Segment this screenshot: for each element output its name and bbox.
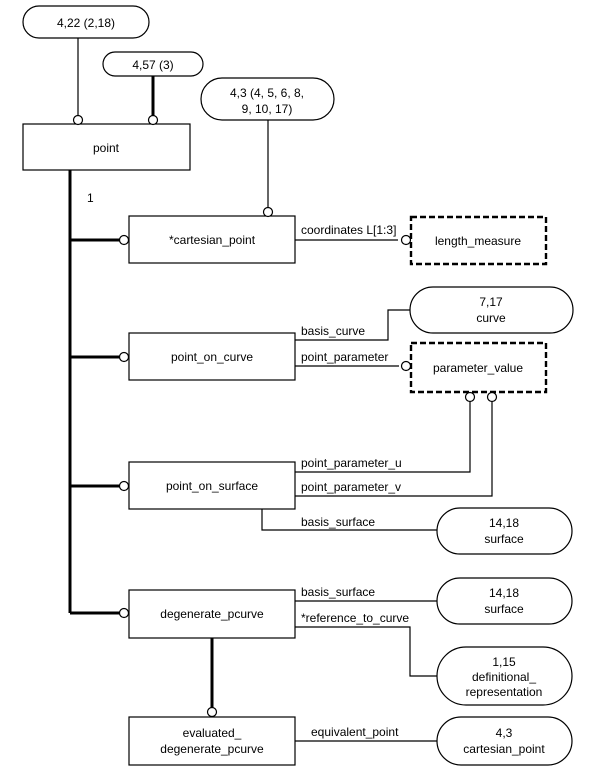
connector-circle (206, 706, 218, 718)
connector-circle (118, 480, 130, 492)
ref-defrep-name-2: representation (466, 685, 543, 699)
ref-cartesian-point-num: 4,3 (496, 726, 513, 740)
ref-second-label: 4,57 (3) (132, 58, 173, 72)
attr-line-point-parameter-v (295, 402, 493, 497)
entity-degenerate-pcurve-box (128, 589, 296, 639)
entity-evaluated-degenerate-pcurve-box (128, 716, 296, 766)
ref-defrep-num: 1,15 (492, 655, 516, 669)
type-parameter-value-box (409, 341, 548, 394)
attr-point-parameter-label: point_parameter (301, 350, 388, 364)
ref-top-label: 4,22 (2,18) (57, 16, 115, 30)
connector-circle (262, 206, 274, 218)
ref-surface-1-num: 14,18 (489, 516, 519, 530)
attr-basis-surface-1-label: basis_surface (301, 515, 375, 529)
ref-cartesian-point-pill (436, 716, 573, 766)
entity-point-on-curve-box (128, 332, 296, 381)
ref-curve-num: 7,17 (479, 295, 503, 309)
ref-top-pill (22, 5, 150, 39)
attr-line-basis-curve (295, 309, 410, 341)
attr-point-parameter-v-label: point_parameter_v (301, 480, 401, 494)
attr-line-basis-surface-1 (261, 509, 437, 531)
ref-surface-2-num: 14,18 (489, 586, 519, 600)
entity-cartesian-point-label: *cartesian_point (169, 233, 256, 247)
connector-circle (400, 360, 412, 372)
ref-defrep-pill (436, 646, 573, 706)
entity-point-on-surface-label: point_on_surface (166, 479, 258, 493)
attr-point-parameter-u-label: point_parameter_u (301, 456, 402, 470)
entity-evaluated-label-2: degenerate_pcurve (160, 742, 264, 756)
entity-evaluated-label-1: evaluated_ (183, 726, 242, 740)
connector-circle (72, 114, 84, 126)
ref-cartesian-line-2: 9, 10, 17) (242, 102, 293, 116)
connector-circle (464, 391, 476, 403)
connector-circle (118, 351, 130, 363)
ref-cartesian-point-name: cartesian_point (463, 742, 545, 756)
ref-surface-1-name: surface (484, 532, 524, 546)
ref-curve-pill (409, 286, 574, 334)
connector-circle (147, 114, 159, 126)
ref-defrep-name-1: definitional_ (472, 670, 536, 684)
ref-surface-1-pill (436, 507, 573, 555)
cardinality-label: 1 (87, 191, 94, 205)
attr-basis-curve-label: basis_curve (301, 324, 365, 338)
connector-circle (486, 391, 498, 403)
ref-cartesian-line-1: 4,3 (4, 5, 6, 8, (230, 86, 304, 100)
entity-point-box (22, 123, 191, 171)
type-parameter-value-label: parameter_value (433, 361, 523, 375)
entity-point-label: point (93, 141, 120, 155)
attr-basis-surface-2-label: basis_surface (301, 585, 375, 599)
type-length-measure-box (409, 215, 548, 266)
attr-line-reference-to-curve (295, 626, 437, 677)
type-length-measure-label: length_measure (435, 234, 521, 248)
ref-curve-name: curve (476, 311, 506, 325)
connector-circle (118, 607, 130, 619)
attr-line-point-parameter-u (295, 402, 471, 473)
attr-equivalent-point-label: equivalent_point (311, 725, 399, 739)
ref-surface-2-pill (436, 577, 573, 625)
attr-coordinates-label: coordinates L[1:3] (301, 223, 396, 237)
entity-degenerate-pcurve-label: degenerate_pcurve (160, 607, 264, 621)
entity-point-on-curve-label: point_on_curve (171, 350, 253, 364)
ref-surface-2-name: surface (484, 602, 524, 616)
connector-circle (400, 234, 412, 246)
connector-circle (118, 234, 130, 246)
entity-point-on-surface-box (128, 461, 296, 510)
ref-cartesian-pill (200, 77, 335, 121)
attr-reference-to-curve-label: *reference_to_curve (301, 611, 409, 625)
ref-second-pill (102, 51, 204, 77)
